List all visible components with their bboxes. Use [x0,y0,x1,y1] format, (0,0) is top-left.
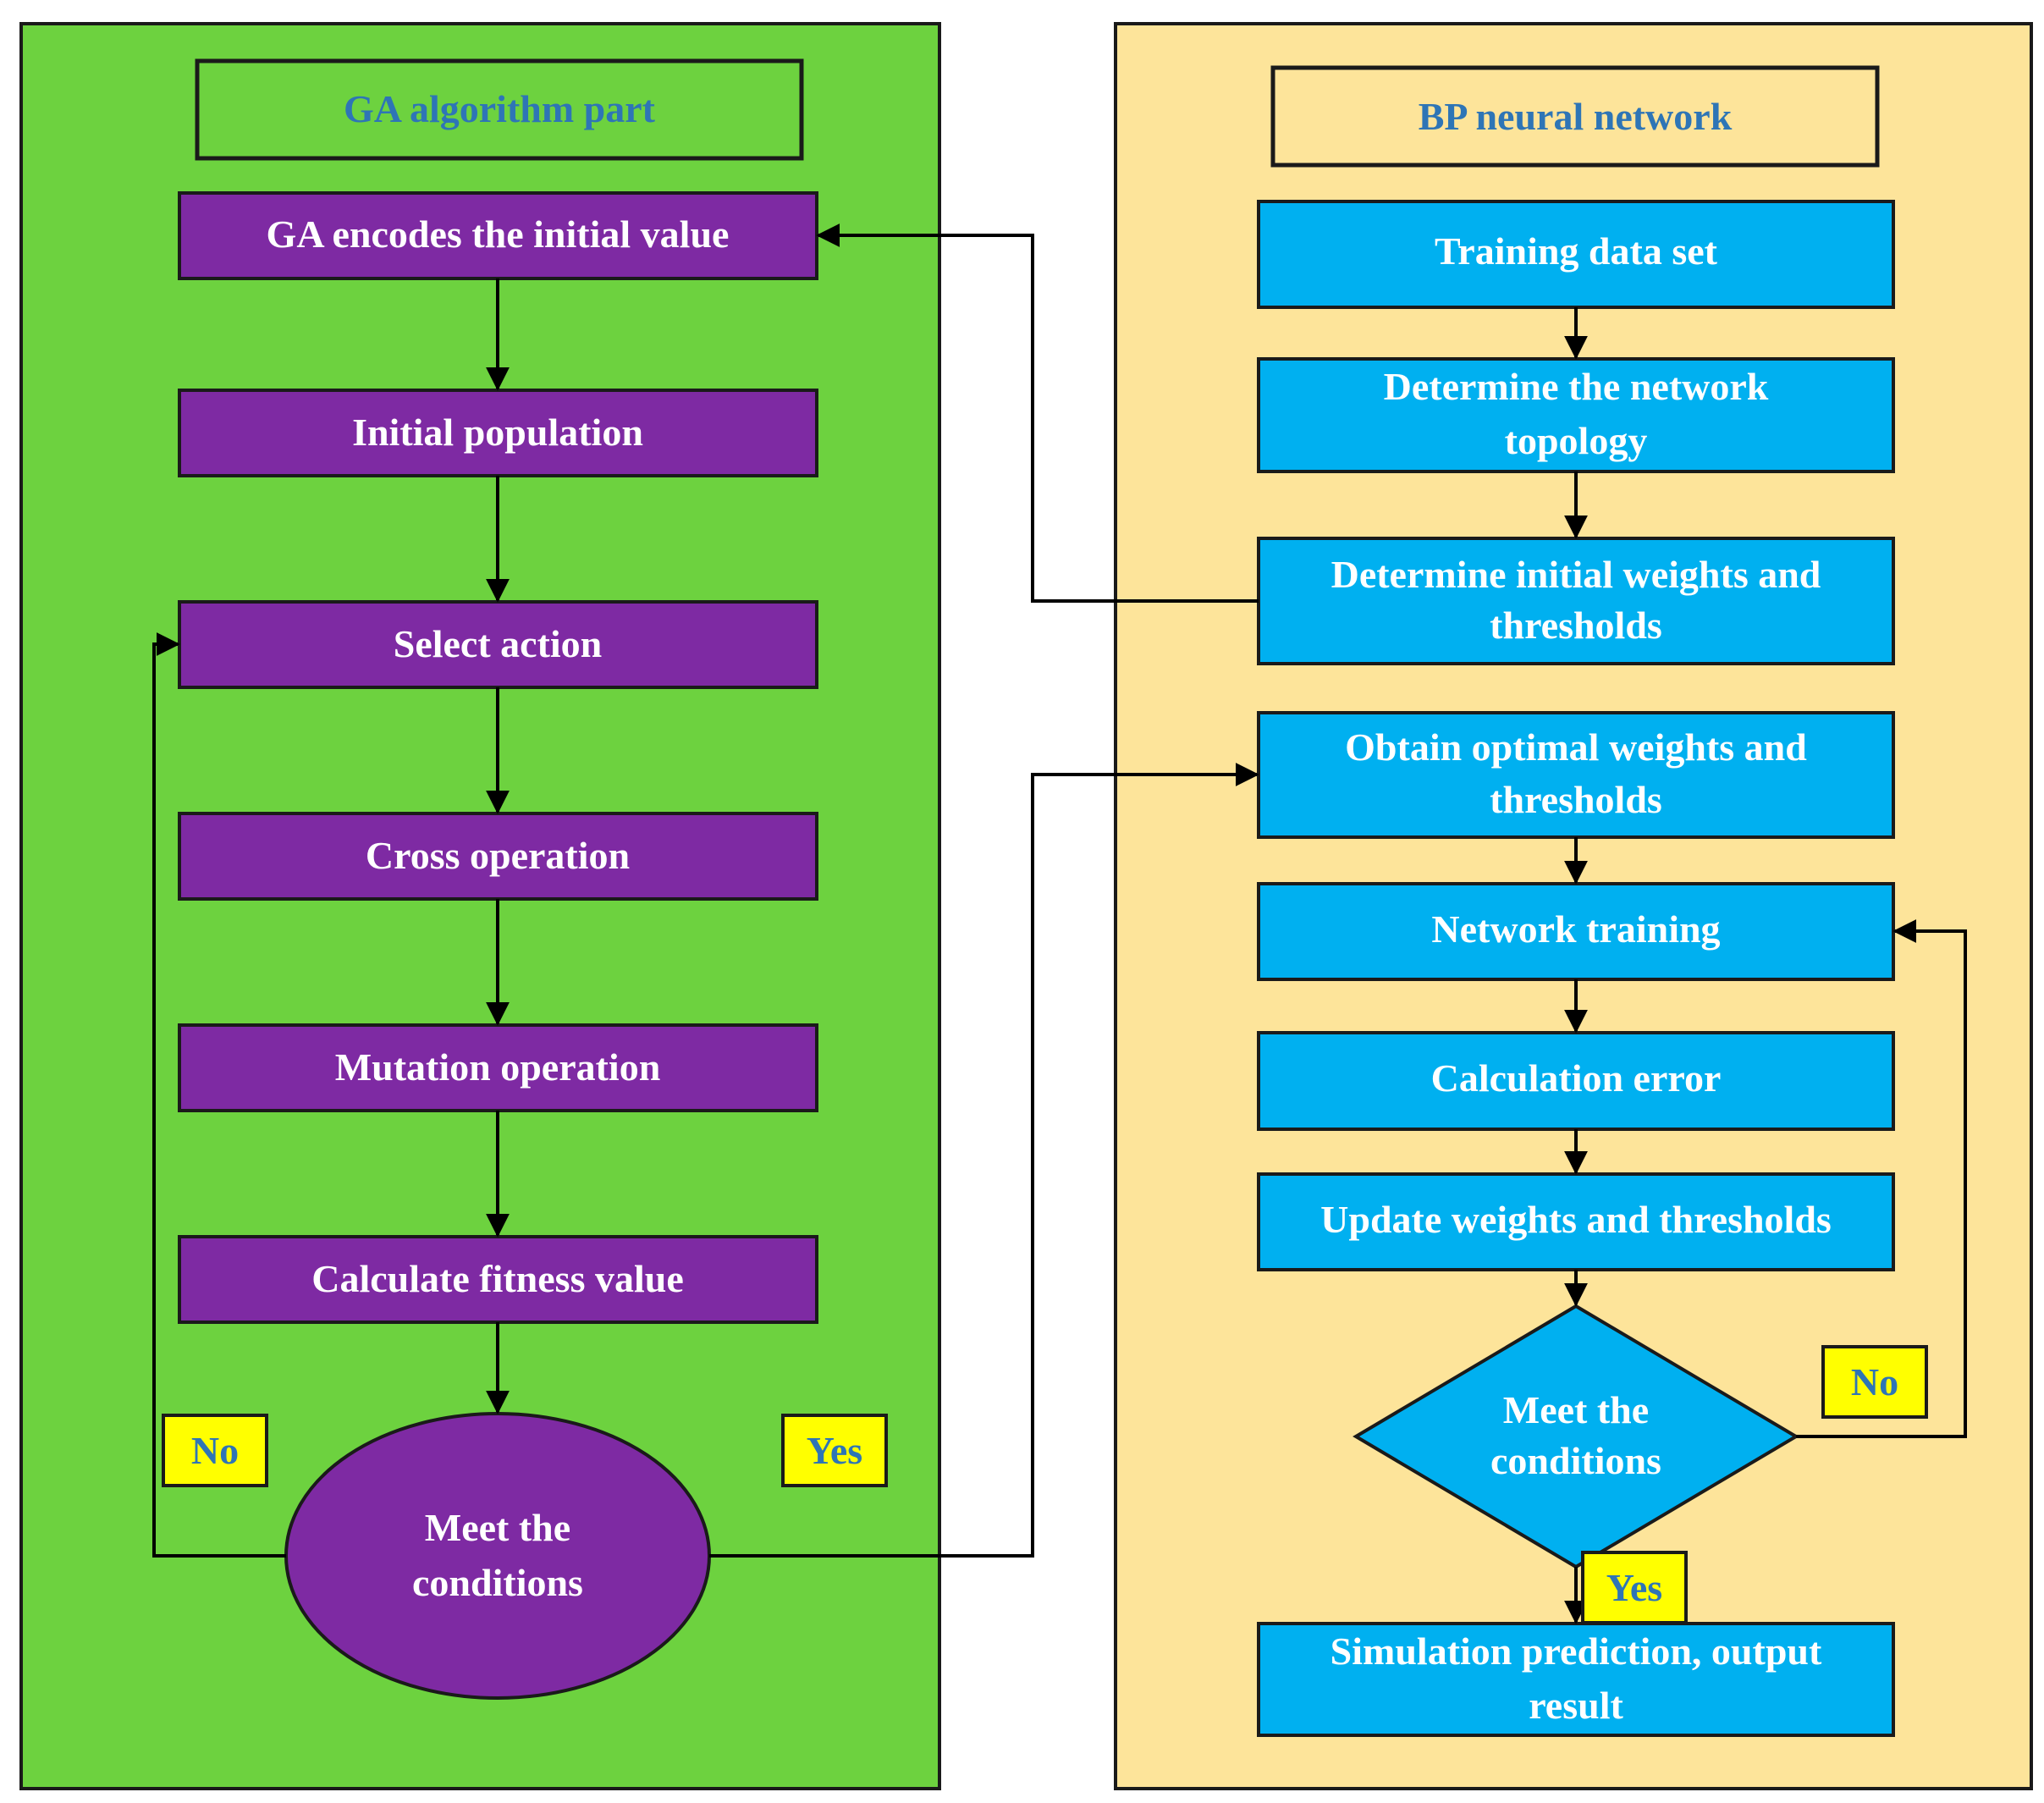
bp-title: BP neural network [1419,95,1733,138]
bp-output-label-1: Simulation prediction, output [1331,1629,1822,1673]
ga-title: GA algorithm part [344,87,656,130]
ga-population-box [178,389,818,477]
arrow-init-weights-to-ga-encode [816,223,1259,603]
bp-init-weights-label-1: Determine initial weights and [1331,553,1821,596]
bp-yes-tag [1581,1551,1688,1624]
bp-update-label: Update weights and thresholds [1320,1198,1832,1241]
bp-output-box [1257,1622,1895,1737]
bp-decision-label-2: conditions [1490,1439,1661,1482]
bp-optimal-weights-label-1: Obtain optimal weights and [1345,725,1807,769]
bp-title-box [1270,65,1880,168]
bp-no-label: No [1851,1360,1898,1403]
bp-no-tag [1821,1345,1928,1419]
bp-yes-label: Yes [1606,1566,1662,1609]
ga-decision-label-2: conditions [412,1561,583,1604]
ga-mutation-label: Mutation operation [335,1045,661,1089]
bp-training-data-label: Training data set [1435,229,1718,273]
ga-cross-box [178,812,818,901]
ga-no-tag [162,1414,268,1487]
ga-encode-label: GA encodes the initial value [267,212,730,256]
arrow-ga-yes-to-optimal [709,763,1259,1558]
ga-mutation-box [178,1023,818,1112]
ga-select-label: Select action [394,622,603,665]
arrow-bp-no-loop [1796,919,1967,1438]
ga-fitness-label: Calculate fitness value [311,1257,684,1300]
bp-output-label-2: result [1529,1684,1623,1727]
bp-error-box [1257,1031,1895,1131]
bp-training-data-box [1257,200,1895,309]
bp-training-label: Network training [1431,907,1720,951]
bp-error-label: Calculation error [1431,1056,1722,1100]
ga-no-label: No [191,1429,239,1472]
ga-yes-label: Yes [807,1429,862,1472]
bp-topology-label-2: topology [1505,419,1648,462]
bp-update-box [1257,1172,1895,1271]
ga-title-box [195,58,804,161]
bp-optimal-weights-label-2: thresholds [1490,778,1662,821]
bp-decision-label-1: Meet the [1503,1388,1649,1431]
bp-topology-box [1257,357,1895,473]
bp-init-weights-label-2: thresholds [1490,604,1662,647]
ga-fitness-box [178,1235,818,1324]
arrow-ga-no-loop [152,632,286,1558]
bp-topology-label-1: Determine the network [1384,365,1769,408]
ga-cross-label: Cross operation [366,834,630,877]
ga-encode-box [178,191,818,280]
ga-decision-ellipse [284,1412,711,1700]
ga-population-label: Initial population [352,411,643,454]
ga-decision-label-1: Meet the [425,1506,570,1549]
ga-yes-tag [781,1414,888,1487]
